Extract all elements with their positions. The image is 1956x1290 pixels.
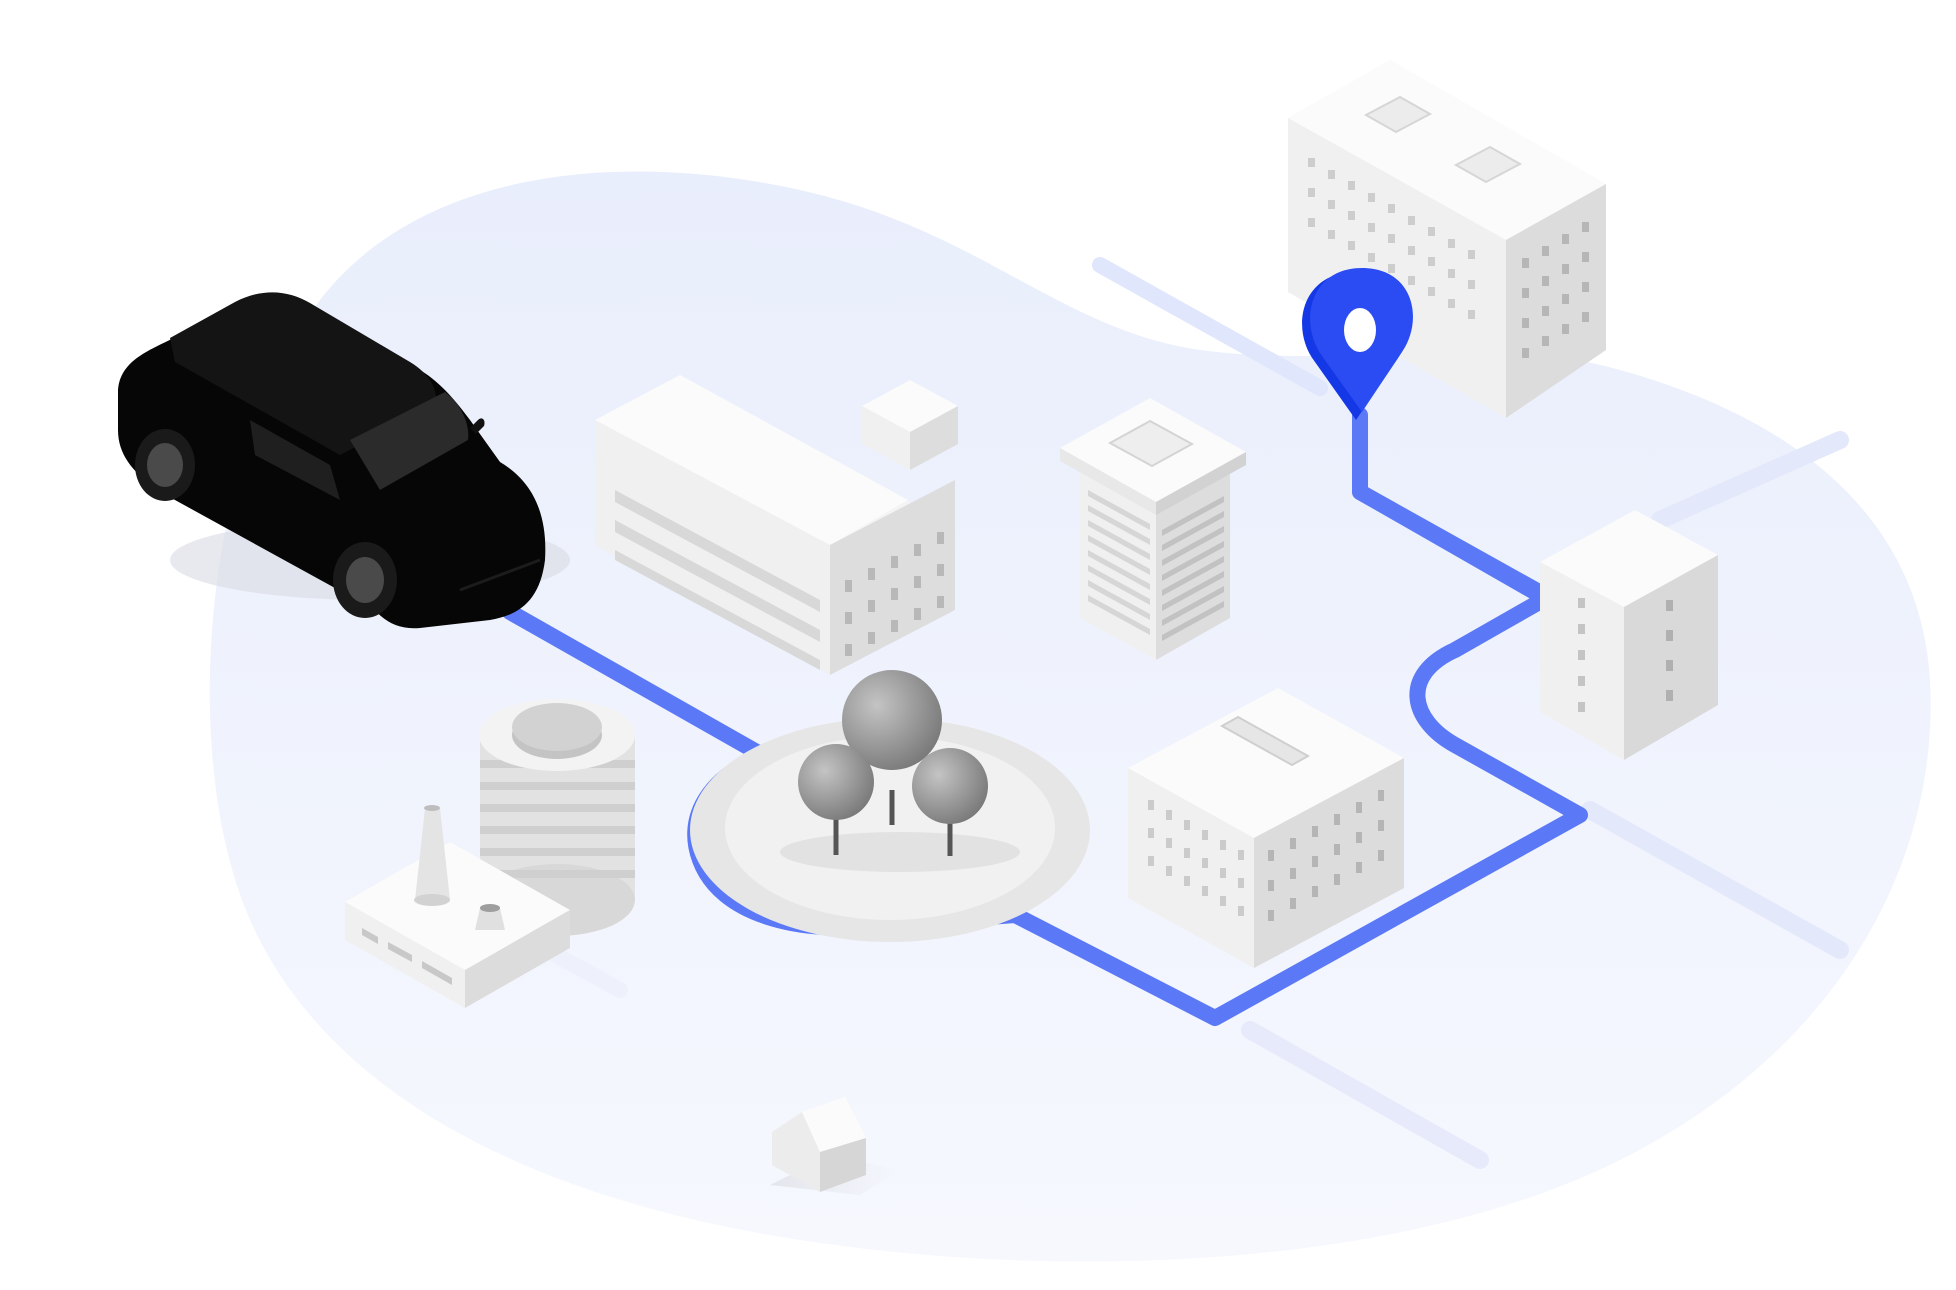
map-pin-icon — [1302, 268, 1413, 420]
road-top — [1092, 257, 1328, 396]
car-icon — [118, 292, 570, 629]
tree-icon — [780, 670, 1020, 872]
factory-icon — [345, 805, 570, 1008]
road-right-upper — [1651, 431, 1849, 529]
building-tower — [1060, 398, 1246, 660]
road-bottom — [1241, 1021, 1489, 1169]
building-lower-right — [1128, 688, 1404, 968]
road-right-lower — [1581, 801, 1849, 959]
building-right — [1540, 510, 1718, 760]
building-long — [595, 375, 958, 675]
house-icon — [770, 1097, 900, 1195]
